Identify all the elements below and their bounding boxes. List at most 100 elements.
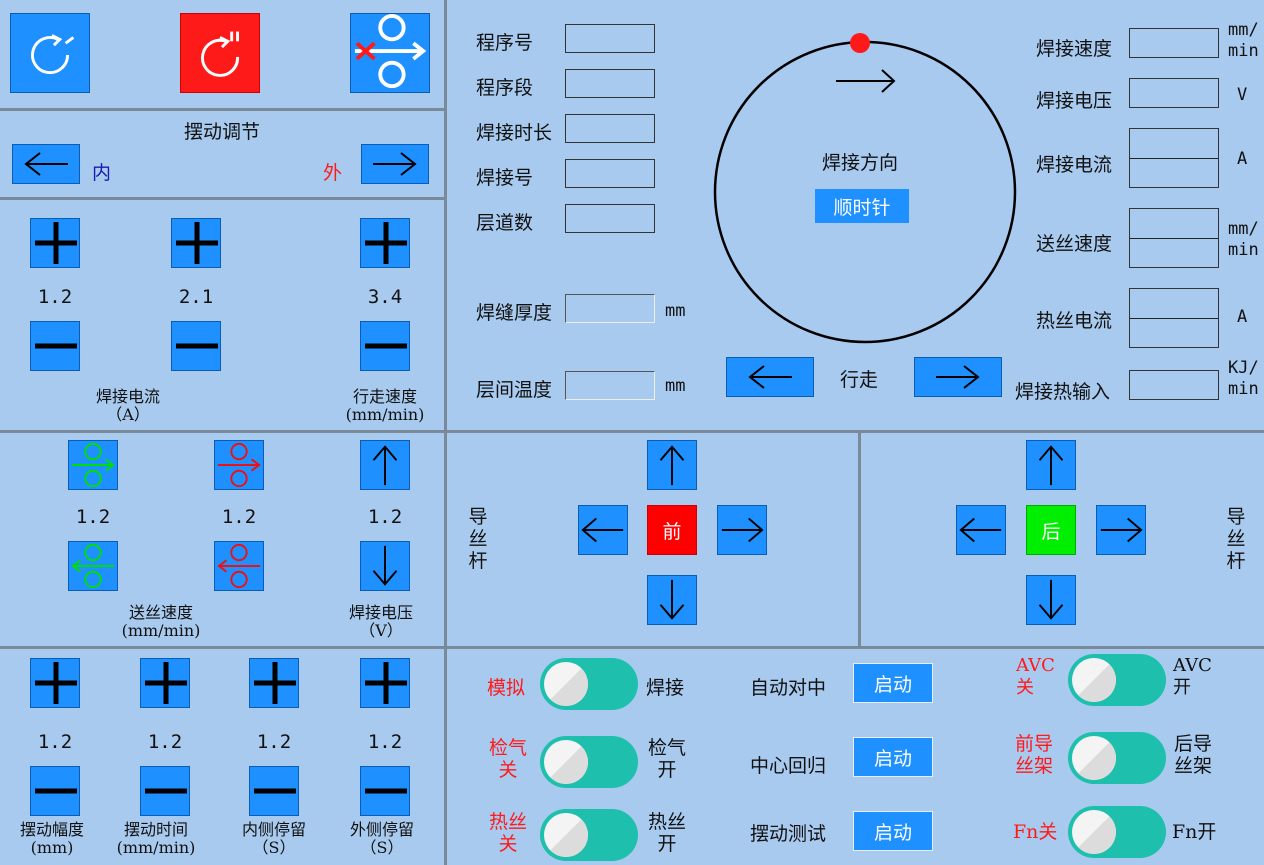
outer-dwell-plus-button[interactable]	[360, 658, 410, 708]
back-guide-down-button[interactable]	[1026, 575, 1076, 625]
gas-check-toggle[interactable]	[540, 736, 638, 788]
back-guide-up-button[interactable]	[1026, 440, 1076, 490]
swing-test-label: 摆动测试	[750, 823, 827, 845]
minus-icon	[176, 343, 218, 349]
inner-dwell-minus-button[interactable]	[249, 766, 299, 816]
weld-current-readout-label: 焊接电流	[1036, 154, 1113, 176]
seam-thickness-field[interactable]	[565, 294, 655, 323]
toggle-knob	[544, 740, 588, 784]
value-readout: 1.2	[147, 731, 183, 753]
plus-icon	[365, 662, 407, 704]
minus-icon	[35, 343, 77, 349]
reset-button[interactable]	[10, 13, 90, 93]
auto-center-start-button[interactable]: 启动	[853, 663, 933, 703]
toggle-knob	[544, 662, 588, 706]
avc-toggle[interactable]	[1068, 654, 1166, 706]
divider	[858, 430, 861, 648]
inner-dwell-plus-button[interactable]	[249, 658, 299, 708]
guide-rod-label-back: 导丝杆	[1226, 506, 1246, 572]
plus-icon	[254, 662, 296, 704]
swing-width-minus-button[interactable]	[30, 766, 80, 816]
value-readout: 1.2	[221, 506, 257, 528]
stop-button[interactable]	[180, 13, 260, 93]
wire-feed-forward-alt-button[interactable]	[214, 440, 264, 490]
fn-on-label: Fn开	[1172, 821, 1217, 843]
back-guide-button[interactable]: 后	[1026, 505, 1076, 555]
swing-time-minus-button[interactable]	[140, 766, 190, 816]
wire-rack-toggle[interactable]	[1068, 732, 1166, 784]
minus-icon	[145, 788, 187, 794]
hot-wire-off-label: 热丝关	[488, 811, 527, 855]
current-plus-button-1[interactable]	[30, 218, 80, 268]
current-plus-button-2[interactable]	[171, 218, 221, 268]
back-guide-right-button[interactable]	[1096, 505, 1146, 555]
front-guide-left-button[interactable]	[578, 505, 628, 555]
inner-label: 内	[92, 162, 112, 184]
travel-left-button[interactable]	[726, 357, 814, 397]
layer-count-field[interactable]	[565, 204, 655, 233]
divider	[0, 430, 1264, 433]
swing-inner-button[interactable]	[12, 144, 80, 184]
fn-toggle[interactable]	[1068, 806, 1166, 858]
arrow-left-icon	[24, 152, 68, 176]
travel-speed-minus-button[interactable]	[360, 321, 410, 371]
position-marker	[850, 33, 870, 53]
center-return-start-button[interactable]: 启动	[853, 737, 933, 777]
hot-wire-current-label: 热丝电流	[1036, 310, 1113, 332]
direction-arrow-icon	[836, 69, 896, 93]
guide-rod-label-front: 导丝杆	[468, 506, 488, 572]
unit-a: A	[1237, 149, 1248, 169]
hot-wire-toggle[interactable]	[540, 809, 638, 861]
back-guide-left-button[interactable]	[956, 505, 1006, 555]
value-readout: 1.2	[367, 506, 403, 528]
program-number-field[interactable]	[565, 24, 655, 53]
weld-time-field[interactable]	[565, 114, 655, 143]
weld-number-label: 焊接号	[476, 167, 534, 189]
weld-speed-label: 焊接速度	[1036, 38, 1113, 60]
swing-width-plus-button[interactable]	[30, 658, 80, 708]
arrow-right-icon	[1100, 517, 1143, 543]
front-wire-rack-label: 前导丝架	[1015, 733, 1054, 777]
unit-mm-min: mm/min	[1228, 20, 1259, 61]
reset-icon	[31, 34, 75, 75]
front-guide-up-button[interactable]	[647, 440, 697, 490]
arrow-down-icon	[372, 545, 398, 586]
weld-current-readout	[1129, 128, 1219, 188]
program-segment-label: 程序段	[476, 77, 534, 99]
plus-icon	[35, 222, 77, 264]
wire-feed-backward-button[interactable]	[68, 541, 118, 591]
front-guide-button[interactable]: 前	[647, 505, 697, 555]
voltage-up-button[interactable]	[360, 440, 410, 490]
arrow-right-icon	[373, 152, 417, 176]
program-segment-field[interactable]	[565, 69, 655, 98]
voltage-down-button[interactable]	[360, 541, 410, 591]
simulate-weld-toggle[interactable]	[540, 658, 638, 710]
divider	[0, 108, 444, 111]
unit-mm: mm	[665, 376, 686, 396]
front-guide-down-button[interactable]	[647, 575, 697, 625]
swing-outer-button[interactable]	[361, 144, 429, 184]
outer-dwell-minus-button[interactable]	[360, 766, 410, 816]
swing-time-plus-button[interactable]	[140, 658, 190, 708]
travel-speed-plus-button[interactable]	[360, 218, 410, 268]
direction-toggle-button[interactable]: 顺时针	[815, 189, 909, 223]
arrow-left-icon	[748, 365, 792, 389]
hot-wire-current-readout	[1129, 288, 1219, 348]
minus-icon	[365, 343, 407, 349]
minus-icon	[365, 788, 407, 794]
wire-feed-disable-button[interactable]	[350, 13, 430, 93]
swing-test-start-button[interactable]: 启动	[853, 811, 933, 851]
current-minus-button-2[interactable]	[171, 321, 221, 371]
front-guide-right-button[interactable]	[717, 505, 767, 555]
toggle-knob	[1072, 658, 1116, 702]
current-minus-button-1[interactable]	[30, 321, 80, 371]
wire-feed-forward-button[interactable]	[68, 440, 118, 490]
wire-feed-backward-alt-button[interactable]	[214, 541, 264, 591]
weld-number-field[interactable]	[565, 159, 655, 188]
travel-right-button[interactable]	[914, 357, 1002, 397]
arrow-up-icon	[372, 445, 398, 486]
interlayer-temp-field[interactable]	[565, 371, 655, 400]
wire-feed-disable-icon	[354, 14, 427, 89]
wire-speed-readout-label: 送丝速度	[1036, 233, 1113, 255]
